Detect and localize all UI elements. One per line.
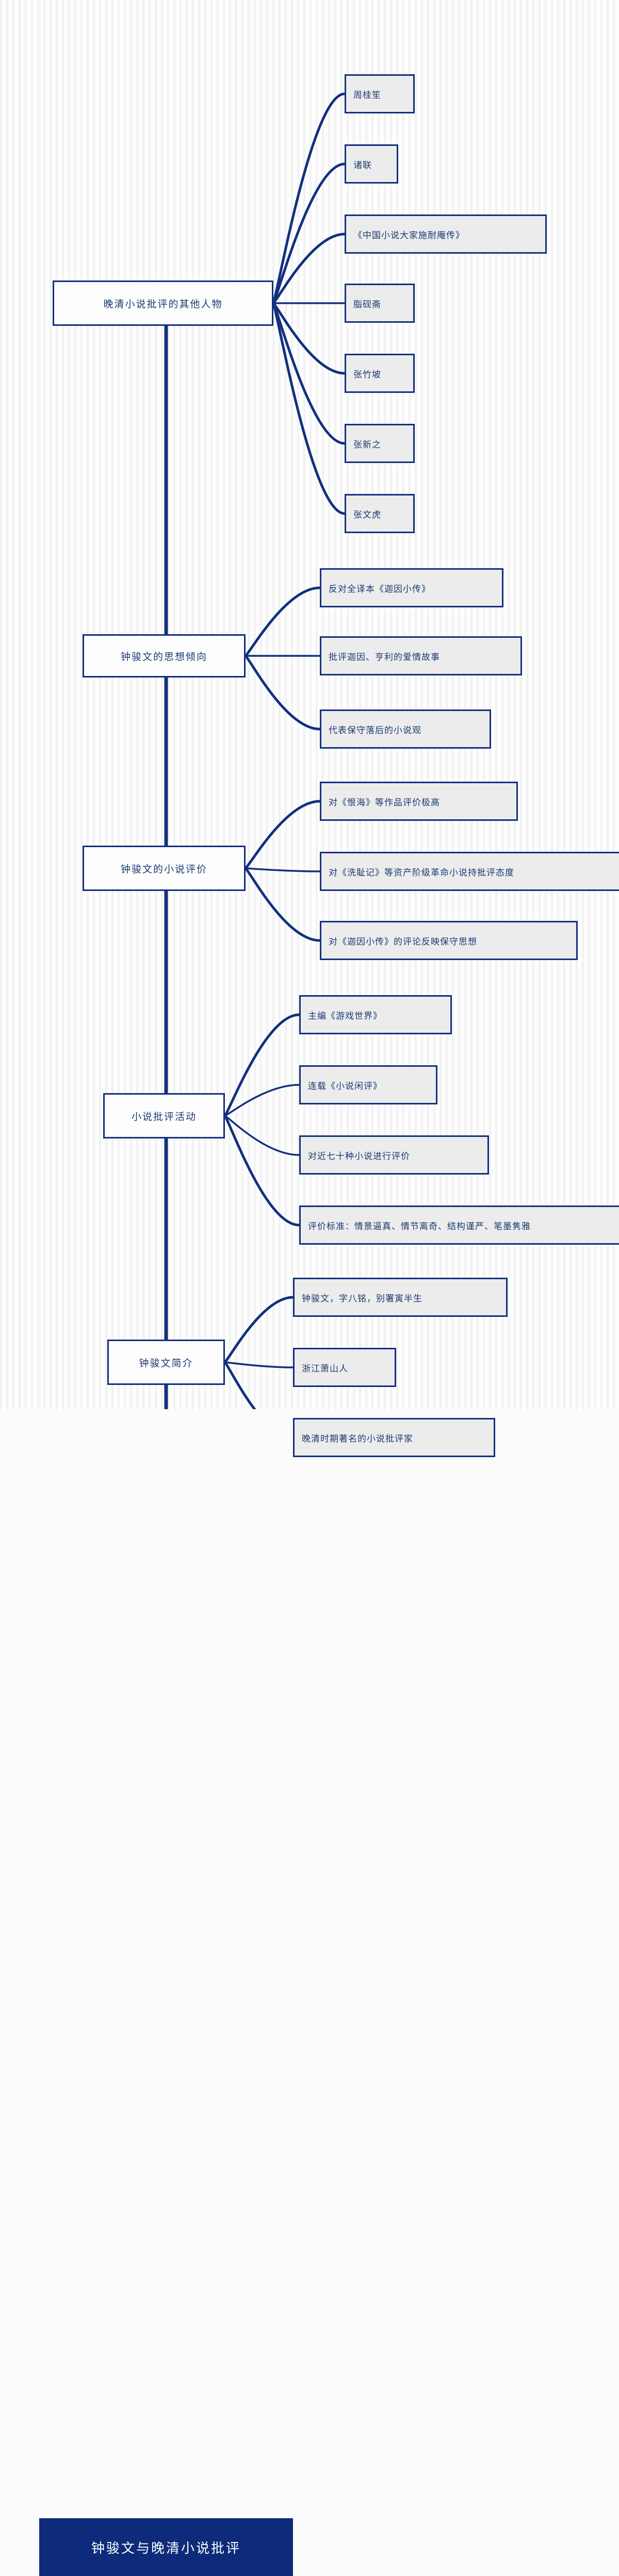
connector <box>244 654 321 731</box>
connector <box>272 233 346 305</box>
leaf-node-2-2[interactable]: 对《迦因小传》的评论反映保守思想 <box>320 921 578 960</box>
leaf-node-0-6[interactable]: 张文虎 <box>345 494 415 533</box>
leaf-node-2-1[interactable]: 对《洗耻记》等资产阶级革命小说持批评态度 <box>320 852 619 891</box>
connector <box>244 867 321 942</box>
leaf-node-0-1[interactable]: 诸联 <box>345 144 398 184</box>
leaf-node-1-1[interactable]: 批评迦因、亨利的爱情故事 <box>320 636 522 675</box>
connector <box>272 302 346 375</box>
connector <box>224 1084 300 1117</box>
branch-node-3[interactable]: 小说批评活动 <box>103 1093 225 1138</box>
leaf-node-0-3[interactable]: 脂砚斋 <box>345 284 415 323</box>
connector <box>272 92 346 305</box>
leaf-node-4-0[interactable]: 钟骏文，字八铭，别署寅半生 <box>293 1278 508 1317</box>
branch-node-2[interactable]: 钟骏文的小说评价 <box>83 846 246 891</box>
branch-node-1[interactable]: 钟骏文的思想倾向 <box>83 634 246 678</box>
connector <box>272 302 346 515</box>
branch-node-4[interactable]: 钟骏文简介 <box>107 1340 225 1385</box>
leaf-node-1-2[interactable]: 代表保守落后的小说观 <box>320 709 491 749</box>
connector <box>272 162 346 305</box>
root-node[interactable]: 钟骏文与晚清小说批评 <box>39 2518 293 2576</box>
leaf-node-0-0[interactable]: 周桂笙 <box>345 74 415 113</box>
connector <box>245 867 321 872</box>
connector <box>272 302 346 445</box>
connector <box>224 1115 300 1156</box>
leaf-node-1-0[interactable]: 反对全译本《迦因小传》 <box>320 568 503 607</box>
connector <box>224 1361 294 1368</box>
connector <box>223 1296 295 1364</box>
leaf-node-3-3[interactable]: 评价标准：情景逼真、情节离奇、结构谨严、笔墨隽雅 <box>299 1206 619 1245</box>
connector <box>223 1361 256 1409</box>
connector <box>244 800 321 870</box>
connector <box>223 1114 301 1227</box>
leaf-node-0-5[interactable]: 张新之 <box>345 424 415 463</box>
leaf-node-4-1[interactable]: 浙江萧山人 <box>293 1348 396 1387</box>
branch-node-0[interactable]: 晚清小说批评的其他人物 <box>53 280 273 326</box>
leaf-node-0-4[interactable]: 张竹坡 <box>345 354 415 393</box>
leaf-node-3-1[interactable]: 连载《小说闲评》 <box>299 1065 437 1104</box>
leaf-node-3-2[interactable]: 对近七十种小说进行评价 <box>299 1135 489 1175</box>
leaf-node-2-0[interactable]: 对《恨海》等作品评价极高 <box>320 782 518 821</box>
connector <box>244 586 321 657</box>
connector-layer <box>164 92 346 1409</box>
leaf-node-0-2[interactable]: 《中国小说大家施耐庵传》 <box>345 214 547 254</box>
leaf-node-4-2[interactable]: 晚清时期著名的小说批评家 <box>293 1418 495 1457</box>
connector <box>223 1013 301 1117</box>
leaf-node-3-0[interactable]: 主编《游戏世界》 <box>299 995 452 1034</box>
